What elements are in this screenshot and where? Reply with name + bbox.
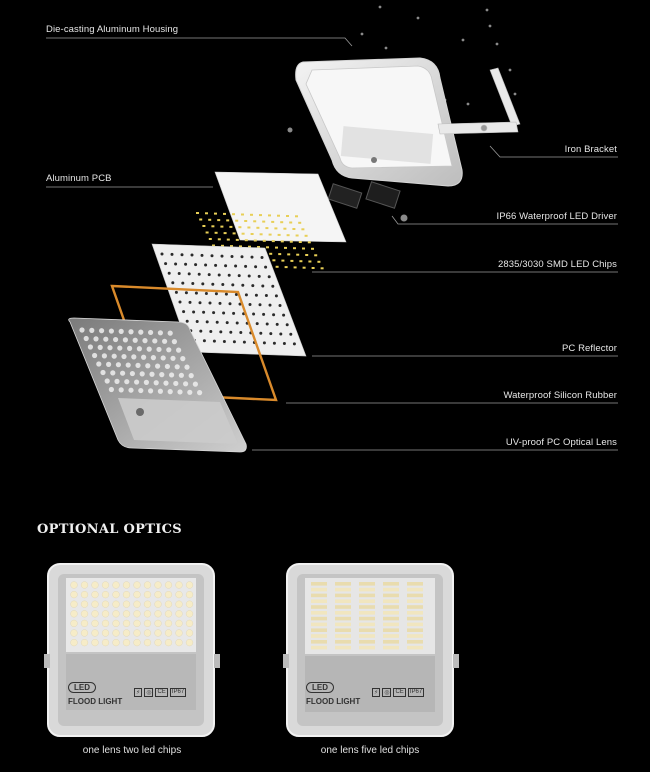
power-badge: ⚡	[134, 688, 143, 697]
product-label-two-chips: LED FLOOD LIGHT ⚡ ◎ CE IP67	[68, 677, 198, 706]
product-image-five-chips	[283, 563, 459, 737]
lens-label: UV-proof PC Optical Lens	[505, 437, 617, 448]
ip-badge: IP67	[169, 688, 187, 697]
ce-badge: CE	[155, 688, 168, 697]
ce-badge: CE	[393, 688, 406, 697]
leader-bracket	[489, 145, 618, 158]
optional-optics-title: OPTIONAL OPTICS	[37, 522, 182, 537]
rubber-label: Waterproof Silicon Rubber	[503, 390, 617, 401]
bracket-label: Iron Bracket	[564, 144, 617, 155]
product-image-two-chips	[44, 563, 220, 737]
housing-illustration	[295, 57, 463, 187]
chips-label: 2835/3030 SMD LED Chips	[497, 259, 617, 270]
pcb-label: Aluminum PCB	[46, 173, 112, 184]
cert-badges: ⚡ ◎ CE IP67	[372, 688, 425, 697]
bracket-illustration	[437, 67, 521, 135]
pcb-illustration	[214, 171, 347, 243]
product-label-five-chips: LED FLOOD LIGHT ⚡ ◎ CE IP67	[306, 677, 446, 706]
power-badge: ⚡	[372, 688, 381, 697]
reflector-label: PC Reflector	[561, 343, 617, 354]
product-name: FLOOD LIGHT	[306, 697, 361, 706]
driver-label: IP66 Waterproof LED Driver	[496, 211, 617, 222]
rohs-badge: ◎	[382, 688, 392, 697]
leader-driver	[391, 215, 618, 225]
ip-badge: IP67	[407, 688, 425, 697]
leader-housing	[46, 37, 353, 47]
driver-illustration	[327, 181, 408, 222]
caption-two-chips: one lens two led chips	[82, 745, 182, 756]
housing-label: Die-casting Aluminum Housing	[46, 24, 179, 35]
product-name: FLOOD LIGHT	[68, 697, 123, 706]
screws	[287, 5, 517, 133]
reflector-illustration	[151, 243, 307, 357]
led-logo: LED	[68, 682, 96, 693]
cert-badges: ⚡ ◎ CE IP67	[134, 688, 187, 697]
rohs-badge: ◎	[144, 688, 154, 697]
led-logo: LED	[306, 682, 334, 693]
caption-five-chips: one lens five led chips	[320, 745, 420, 756]
lens-illustration	[68, 317, 247, 453]
